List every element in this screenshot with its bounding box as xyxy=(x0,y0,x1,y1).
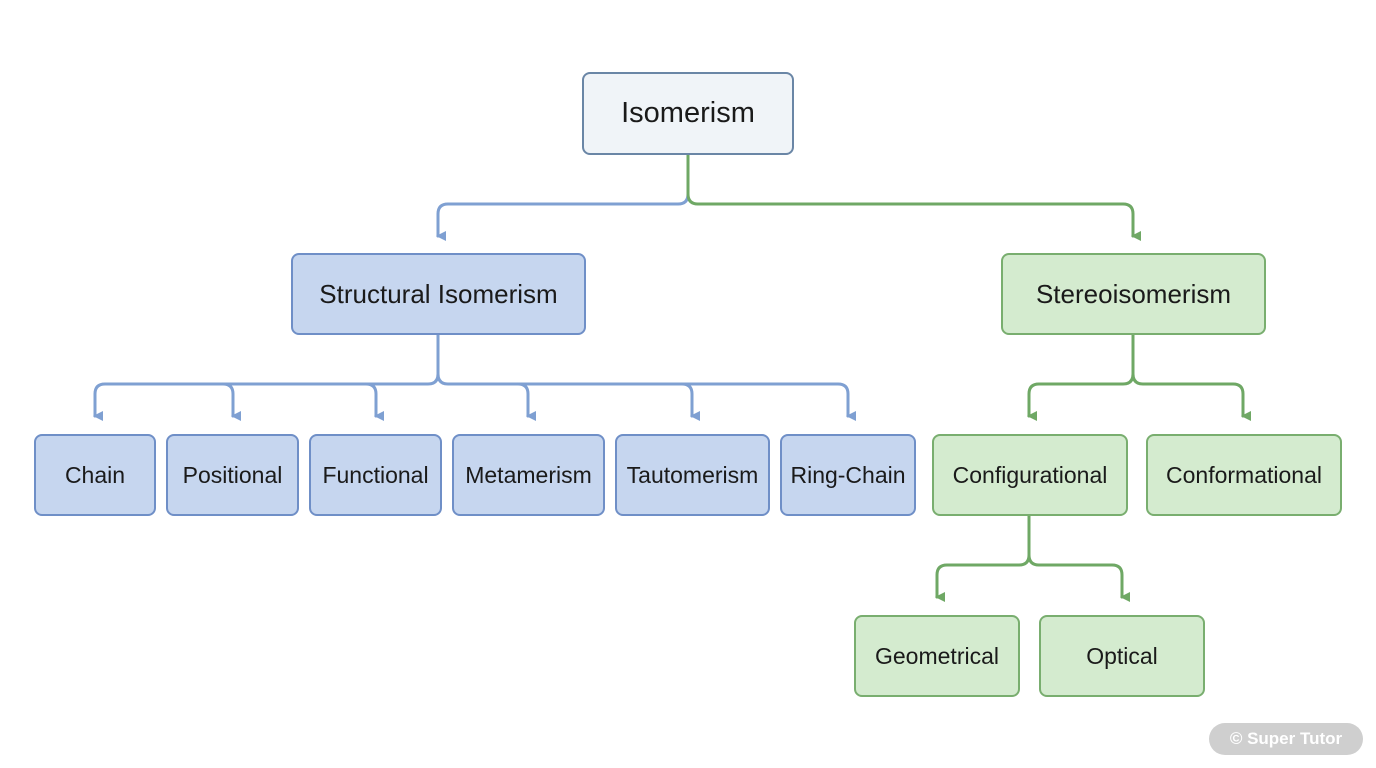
node-optical: Optical xyxy=(1039,615,1205,697)
node-stereoisomerism: Stereoisomerism xyxy=(1001,253,1266,335)
node-configurational: Configurational xyxy=(932,434,1128,516)
node-chain: Chain xyxy=(34,434,156,516)
node-functional: Functional xyxy=(309,434,442,516)
node-tautomerism: Tautomerism xyxy=(615,434,770,516)
watermark-badge: © Super Tutor xyxy=(1209,723,1363,755)
node-geometrical: Geometrical xyxy=(854,615,1020,697)
connector-root-structural xyxy=(436,153,690,238)
node-positional: Positional xyxy=(166,434,299,516)
node-ring-chain: Ring-Chain xyxy=(780,434,916,516)
node-conformational: Conformational xyxy=(1146,434,1342,516)
connector-structural-trunk xyxy=(93,333,440,418)
node-isomerism: Isomerism xyxy=(582,72,794,155)
connector-configurational-trunk xyxy=(935,514,1031,599)
node-structural-isomerism: Structural Isomerism xyxy=(291,253,586,335)
connector-root-stereo xyxy=(686,153,1135,238)
connector-stereo-trunk xyxy=(1027,333,1135,418)
node-metamerism: Metamerism xyxy=(452,434,605,516)
